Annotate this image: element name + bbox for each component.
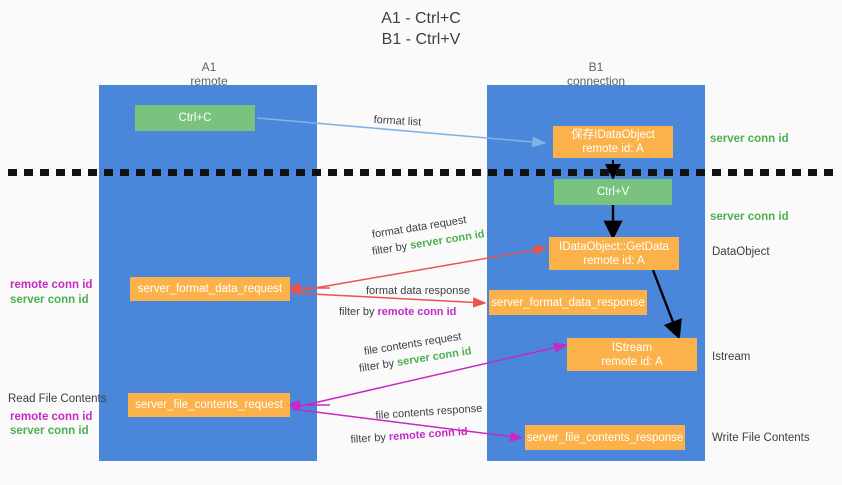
edge-label-format-data-response: format data response bbox=[366, 284, 470, 298]
left-label-remote-conn-id-mid: remote conn id bbox=[10, 278, 92, 293]
edge-label-format-data-response-text: format data response bbox=[366, 285, 470, 297]
left-label-server-conn-id-low-text: server conn id bbox=[10, 425, 89, 437]
edge-label-format-list-text: format list bbox=[373, 113, 422, 129]
node-server-format-data-response-label: server_format_data_response bbox=[491, 296, 645, 309]
column-header-a1: A1 remote bbox=[139, 60, 279, 88]
left-label-remote-conn-id-low-text: remote conn id bbox=[10, 411, 93, 423]
filter-key-remote-conn-id: remote conn id bbox=[388, 425, 468, 444]
node-istream-line2: remote id: A bbox=[601, 355, 663, 368]
node-server-file-contents-response[interactable]: server_file_contents_response bbox=[525, 425, 685, 450]
node-server-file-contents-request-label: server_file_contents_request bbox=[135, 399, 283, 411]
node-server-file-contents-response-label: server_file_contents_response bbox=[526, 431, 684, 444]
left-label-read-file-contents: Read File Contents bbox=[8, 392, 106, 407]
node-istream[interactable]: IStream remote id: A bbox=[567, 338, 697, 371]
node-ctrl-v[interactable]: Ctrl+V bbox=[554, 179, 672, 205]
edge-label-file-contents-response: file contents response bbox=[375, 402, 483, 423]
left-label-server-conn-id-mid: server conn id bbox=[10, 293, 89, 308]
node-ctrl-c[interactable]: Ctrl+C bbox=[135, 105, 255, 131]
filter-prefix: filter by bbox=[339, 306, 378, 318]
column-header-a1-name: A1 bbox=[201, 60, 217, 74]
node-save-idataobject-line2: remote id: A bbox=[582, 143, 644, 155]
node-istream-line1: IStream bbox=[611, 341, 653, 354]
title-line-2: B1 - Ctrl+V bbox=[381, 31, 461, 48]
edge-label-format-data-response-filter: filter by remote conn id bbox=[339, 305, 456, 319]
column-header-b1-sub: connection bbox=[566, 74, 626, 88]
node-server-file-contents-request[interactable]: server_file_contents_request bbox=[128, 393, 290, 417]
left-label-read-file-contents-text: Read File Contents bbox=[8, 393, 107, 405]
right-label-server-conn-id-mid: server conn id bbox=[710, 210, 789, 225]
right-label-istream-text: Istream bbox=[712, 351, 751, 363]
right-label-write-file-contents-text: Write File Contents bbox=[712, 432, 810, 444]
edge-label-format-list: format list bbox=[373, 113, 421, 129]
left-label-server-conn-id-mid-text: server conn id bbox=[10, 294, 89, 306]
right-label-server-conn-id-mid-text: server conn id bbox=[710, 211, 789, 223]
node-server-format-data-request[interactable]: server_format_data_request bbox=[130, 277, 290, 301]
edge-label-file-contents-response-filter: filter by remote conn id bbox=[350, 425, 468, 447]
node-idataobject-getdata-line1: IDataObject::GetData bbox=[559, 240, 669, 253]
right-label-dataobject: DataObject bbox=[712, 245, 770, 260]
node-server-format-data-response[interactable]: server_format_data_response bbox=[489, 290, 647, 315]
node-save-idataobject[interactable]: 保存IDataObject remote id: A bbox=[553, 126, 673, 158]
right-label-istream: Istream bbox=[712, 350, 750, 365]
node-server-format-data-request-label: server_format_data_request bbox=[137, 283, 283, 295]
right-label-server-conn-id-top: server conn id bbox=[710, 132, 789, 147]
column-header-b1: B1 connection bbox=[526, 60, 666, 88]
right-label-write-file-contents: Write File Contents bbox=[712, 431, 810, 446]
filter-prefix: filter by bbox=[358, 356, 399, 375]
node-ctrl-v-label: Ctrl+V bbox=[596, 186, 630, 198]
edge-label-file-contents-response-text: file contents response bbox=[375, 402, 483, 422]
filter-prefix: filter by bbox=[371, 239, 412, 258]
column-header-b1-name: B1 bbox=[588, 60, 604, 74]
filter-prefix: filter by bbox=[350, 431, 390, 446]
node-save-idataobject-line1: 保存IDataObject bbox=[571, 129, 655, 141]
node-idataobject-getdata[interactable]: IDataObject::GetData remote id: A bbox=[549, 237, 679, 270]
node-idataobject-getdata-line2: remote id: A bbox=[583, 254, 645, 267]
page-title: A1 - Ctrl+C B1 - Ctrl+V bbox=[0, 8, 842, 50]
column-header-a1-sub: remote bbox=[190, 74, 228, 88]
left-label-remote-conn-id-mid-text: remote conn id bbox=[10, 279, 93, 291]
title-line-1: A1 - Ctrl+C bbox=[381, 10, 461, 27]
left-label-server-conn-id-low: server conn id bbox=[10, 424, 89, 439]
filter-key-remote-conn-id: remote conn id bbox=[377, 306, 457, 318]
left-label-remote-conn-id-low: remote conn id bbox=[10, 410, 92, 425]
right-label-server-conn-id-top-text: server conn id bbox=[710, 133, 789, 145]
node-ctrl-c-label: Ctrl+C bbox=[178, 112, 212, 124]
right-label-dataobject-text: DataObject bbox=[712, 246, 770, 258]
